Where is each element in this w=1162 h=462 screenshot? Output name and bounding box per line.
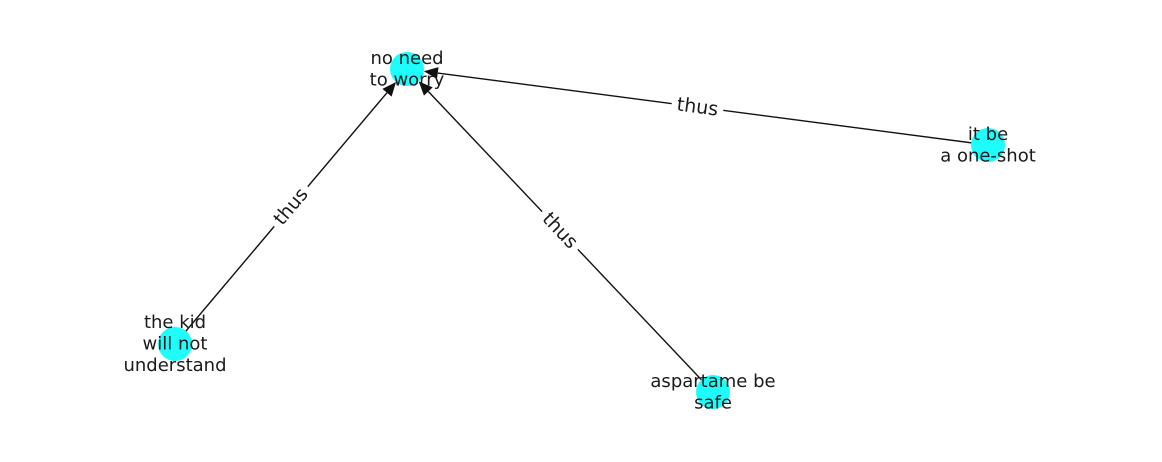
edge-label-background: [531, 201, 589, 260]
node-oneshot: it bea one-shot: [940, 124, 1036, 167]
edge-label: thus: [676, 93, 720, 120]
edge-label-group: thus: [263, 177, 319, 236]
edge-kid-to-worry: thus: [174, 81, 397, 345]
node-label-line: the kid: [144, 312, 206, 333]
node-circle: [390, 52, 424, 86]
node-label-line: it be: [968, 124, 1008, 145]
node-label-line: to worry: [370, 69, 445, 90]
node-label-line: understand: [123, 355, 226, 376]
node-label-line: safe: [694, 392, 732, 413]
node-circle: [971, 128, 1005, 162]
arrowhead-icon: [382, 81, 397, 97]
edge-oneshot-to-worry: thus: [423, 67, 989, 146]
edge-label-group: thus: [669, 89, 726, 125]
edge-label-background: [669, 89, 726, 125]
node-circle: [158, 327, 192, 361]
node-label-line: aspartame be: [650, 371, 775, 392]
arrowhead-icon: [418, 81, 433, 96]
node-label-line: no need: [370, 48, 443, 69]
edge-label-background: [263, 177, 319, 236]
arrowhead-icon: [423, 67, 439, 79]
node-label-line: will not: [143, 334, 208, 355]
node-circle: [696, 375, 730, 409]
node-label-line: a one-shot: [940, 145, 1036, 166]
edge-aspartame-to-worry: thus: [418, 81, 714, 393]
